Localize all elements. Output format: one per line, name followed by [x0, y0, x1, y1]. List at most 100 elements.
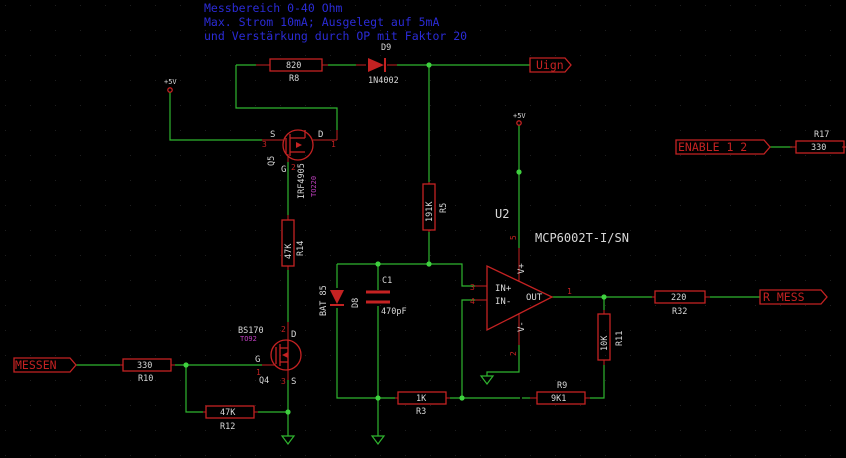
grid-dot [605, 30, 606, 31]
grid-dot [55, 55, 56, 56]
grid-dot [505, 255, 506, 256]
grid-dot [530, 55, 531, 56]
grid-dot [205, 205, 206, 206]
grid-dot [255, 55, 256, 56]
grid-dot [680, 380, 681, 381]
grid-dot [555, 430, 556, 431]
grid-dot [705, 430, 706, 431]
grid-dot [305, 380, 306, 381]
grid-dot [305, 280, 306, 281]
grid-dot [430, 255, 431, 256]
svg-text:D: D [318, 130, 323, 140]
grid-dot [805, 280, 806, 281]
grid-dot [330, 55, 331, 56]
grid-dot [380, 405, 381, 406]
grid-dot [505, 355, 506, 356]
grid-dot [755, 405, 756, 406]
label-enable: ENABLE_1_2 [675, 139, 771, 155]
svg-text:TO220: TO220 [310, 176, 318, 197]
grid-dot [655, 330, 656, 331]
grid-dot [555, 80, 556, 81]
svg-text:1: 1 [331, 140, 336, 149]
grid-dot [455, 430, 456, 431]
grid-dot [405, 180, 406, 181]
grid-dot [380, 255, 381, 256]
grid-dot [30, 205, 31, 206]
junctions [183, 62, 607, 415]
grid-dot [255, 305, 256, 306]
grid-dot [130, 405, 131, 406]
grid-dot [330, 105, 331, 106]
grid-dot [430, 205, 431, 206]
gnd-u2 [479, 375, 495, 385]
grid-dot [605, 255, 606, 256]
grid-dot [530, 155, 531, 156]
svg-text:820: 820 [286, 61, 301, 71]
resistor-r12: 47K R12 [203, 405, 258, 432]
svg-text:IN+: IN+ [495, 284, 512, 294]
grid-dot [655, 55, 656, 56]
grid-dot [205, 430, 206, 431]
grid-dot [230, 305, 231, 306]
svg-text:1K: 1K [416, 394, 427, 404]
grid-dot [705, 130, 706, 131]
grid-dot [405, 380, 406, 381]
grid-dot [580, 355, 581, 356]
grid-dot [455, 80, 456, 81]
wire-5v-to-q5source [169, 92, 262, 141]
grid-dot [355, 455, 356, 456]
grid-dot [430, 105, 431, 106]
grid-dot [130, 430, 131, 431]
grid-dot [205, 105, 206, 106]
grid-dot [405, 205, 406, 206]
grid-dot [455, 305, 456, 306]
svg-text:R32: R32 [672, 307, 687, 317]
svg-text:47K: 47K [220, 408, 236, 418]
grid-dot [505, 55, 506, 56]
grid-dot [405, 230, 406, 231]
grid-dot [330, 155, 331, 156]
wires [76, 64, 792, 436]
resistor-r14: 47K R14 [281, 215, 306, 270]
grid-dot [830, 5, 831, 6]
grid-dot [155, 330, 156, 331]
grid-dot [730, 230, 731, 231]
grid-dot [30, 380, 31, 381]
grid-dot [780, 305, 781, 306]
grid-dot [5, 255, 6, 256]
power-5v-u2: +5V [513, 112, 526, 126]
grid-dot [330, 30, 331, 31]
grid-dot [330, 280, 331, 281]
grid-dot [830, 255, 831, 256]
note-line-2: Max. Strom 10mA; Ausgelegt auf 5mA [204, 15, 439, 29]
capacitor-c1: C1 470pF [366, 276, 407, 317]
grid-dot [605, 230, 606, 231]
grid-dot [330, 255, 331, 256]
grid-dot [180, 305, 181, 306]
grid-dot [280, 205, 281, 206]
grid-dot [405, 130, 406, 131]
grid-dot [755, 30, 756, 31]
grid-dot [805, 180, 806, 181]
grid-dot [180, 155, 181, 156]
grid-dot [580, 230, 581, 231]
svg-text:R5: R5 [439, 203, 449, 213]
grid-dot [580, 205, 581, 206]
grid-dot [755, 155, 756, 156]
grid-dot [830, 230, 831, 231]
grid-dot [655, 305, 656, 306]
resistor-r8: 820 R8 [236, 58, 328, 84]
grid-dot [30, 405, 31, 406]
svg-text:BAT 85: BAT 85 [319, 285, 329, 316]
grid-dot [5, 355, 6, 356]
grid-dot [205, 455, 206, 456]
grid-dot [780, 255, 781, 256]
grid-dot [555, 105, 556, 106]
grid-dot [605, 130, 606, 131]
wire-r10-to-r12 [185, 365, 203, 413]
grid-dot [355, 80, 356, 81]
grid-dot [555, 155, 556, 156]
grid-dot [480, 305, 481, 306]
grid-dot [705, 280, 706, 281]
grid-dot [230, 230, 231, 231]
